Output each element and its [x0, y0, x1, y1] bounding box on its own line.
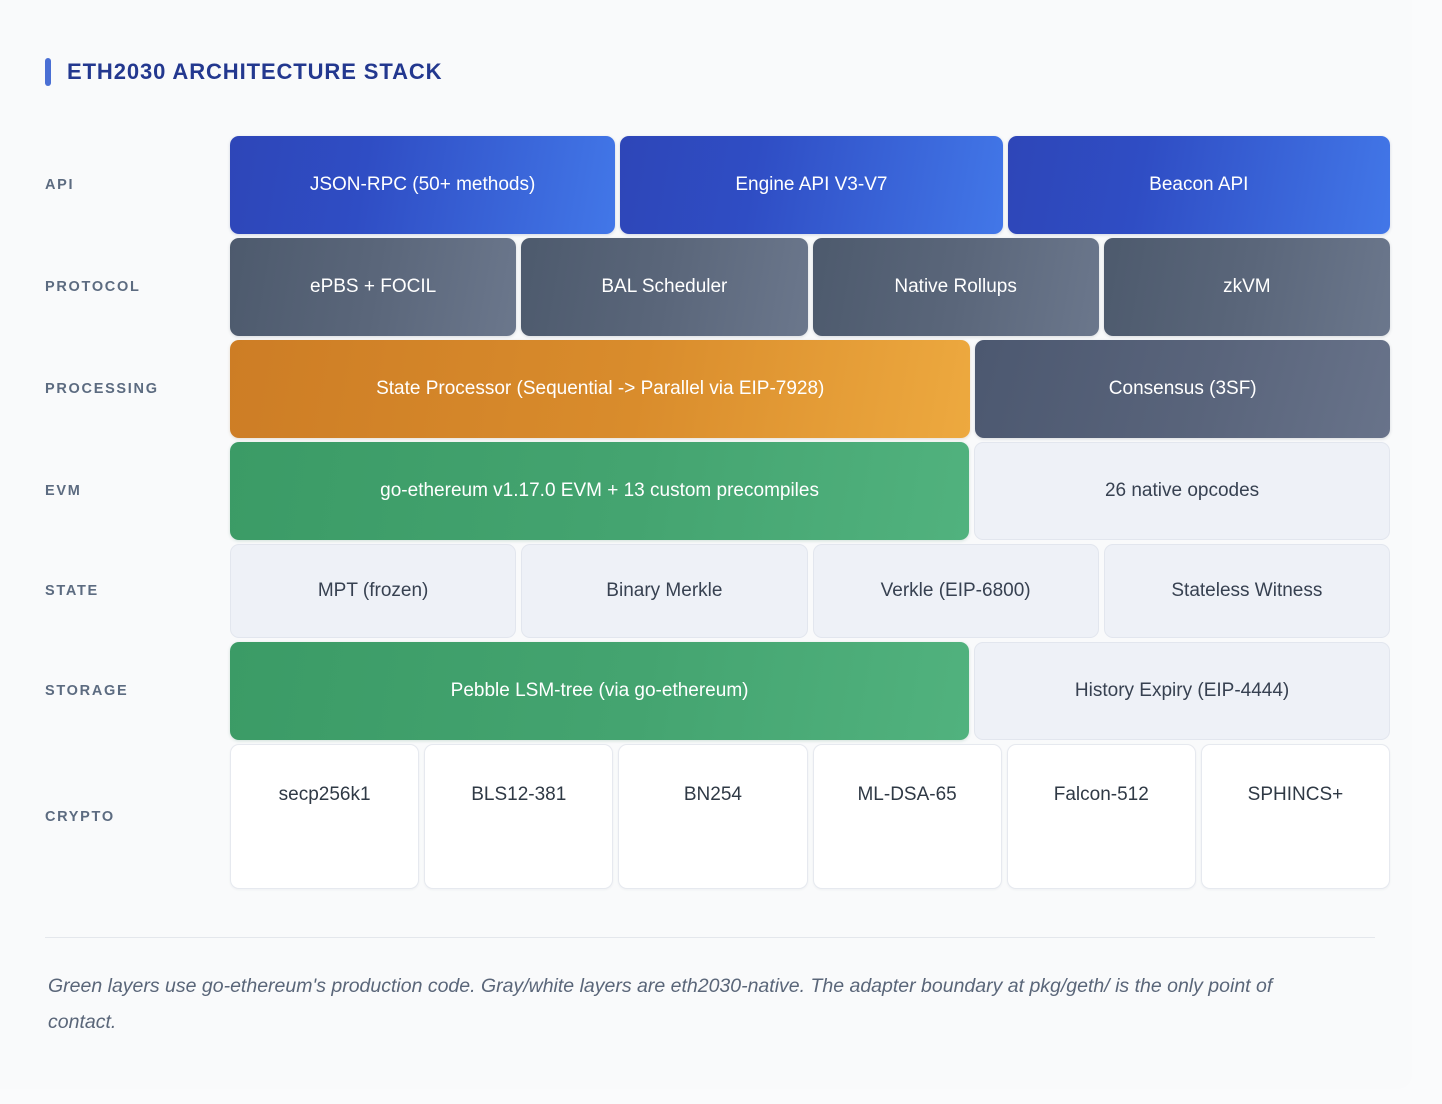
stack-box[interactable]: Stateless Witness — [1103, 544, 1390, 638]
stack-box[interactable]: Engine API V3-V7 — [620, 136, 1003, 234]
stack-box[interactable]: Verkle (EIP-6800) — [812, 544, 1099, 638]
stack-box[interactable]: Pebble LSM-tree (via go-ethereum) — [230, 642, 970, 740]
stack-box[interactable]: Beacon API — [1007, 136, 1391, 234]
stack-row: EVM go-ethereum v1.17.0 EVM + 13 custom p… — [45, 442, 1390, 540]
stack-box[interactable]: BLS12-381 — [424, 744, 614, 889]
stack-box[interactable]: History Expiry (EIP-4444) — [974, 642, 1390, 740]
page-title: ETH2030 ARCHITECTURE STACK — [45, 58, 442, 86]
row-label-state: STATE — [45, 583, 99, 599]
architecture-stack: API JSON-RPC (50+ methods)Engine API V3-V… — [45, 136, 1391, 893]
stack-box[interactable]: 26 native opcodes — [974, 442, 1390, 540]
row-boxes: Pebble LSM-tree (via go-ethereum)History… — [230, 642, 1390, 740]
title-accent-bar — [45, 58, 51, 86]
stack-box[interactable]: BN254 — [618, 744, 808, 889]
footer-note: Green layers use go-ethereum's productio… — [48, 975, 1273, 1034]
stack-box[interactable]: ML-DSA-65 — [812, 744, 1002, 889]
diagram-card: ETH2030 ARCHITECTURE STACK API JSON-RPC (… — [45, 58, 1391, 1034]
row-label-storage: STORAGE — [45, 683, 129, 699]
stack-box[interactable]: SPHINCS+ — [1200, 744, 1391, 889]
stack-box[interactable]: Consensus (3SF) — [975, 340, 1390, 438]
stack-row: API JSON-RPC (50+ methods)Engine API V3-V… — [45, 136, 1391, 234]
stack-box[interactable]: JSON-RPC (50+ methods) — [230, 136, 616, 234]
stack-box[interactable]: secp256k1 — [230, 744, 420, 889]
stack-box[interactable]: ePBS + FOCIL — [230, 238, 517, 336]
stack-box[interactable]: Binary Merkle — [521, 544, 808, 638]
stack-box[interactable]: go-ethereum v1.17.0 EVM + 13 custom prec… — [230, 442, 970, 540]
stack-box[interactable]: BAL Scheduler — [521, 238, 808, 336]
stack-box[interactable]: Falcon-512 — [1006, 744, 1196, 889]
row-label-crypto: CRYPTO — [45, 808, 115, 825]
row-label-processing: PROCESSING — [45, 381, 159, 397]
row-label-evm: EVM — [45, 483, 82, 499]
stack-row: STORAGE Pebble LSM-tree (via go-ethereum)… — [45, 642, 1390, 740]
stack-box[interactable]: zkVM — [1103, 238, 1390, 336]
row-label-api: API — [45, 177, 75, 193]
stack-box[interactable]: State Processor (Sequential -> Parallel … — [230, 340, 971, 438]
stack-box[interactable]: Native Rollups — [812, 238, 1099, 336]
page-title-text: ETH2030 ARCHITECTURE STACK — [67, 59, 443, 84]
footer-divider — [45, 937, 1375, 938]
stack-box[interactable]: MPT (frozen) — [230, 544, 517, 638]
row-boxes: go-ethereum v1.17.0 EVM + 13 custom prec… — [230, 442, 1390, 540]
row-label-protocol: PROTOCOL — [45, 279, 141, 295]
row-boxes: State Processor (Sequential -> Parallel … — [230, 340, 1390, 438]
stack-row: PROCESSING State Processor (Sequential ->… — [45, 340, 1390, 438]
